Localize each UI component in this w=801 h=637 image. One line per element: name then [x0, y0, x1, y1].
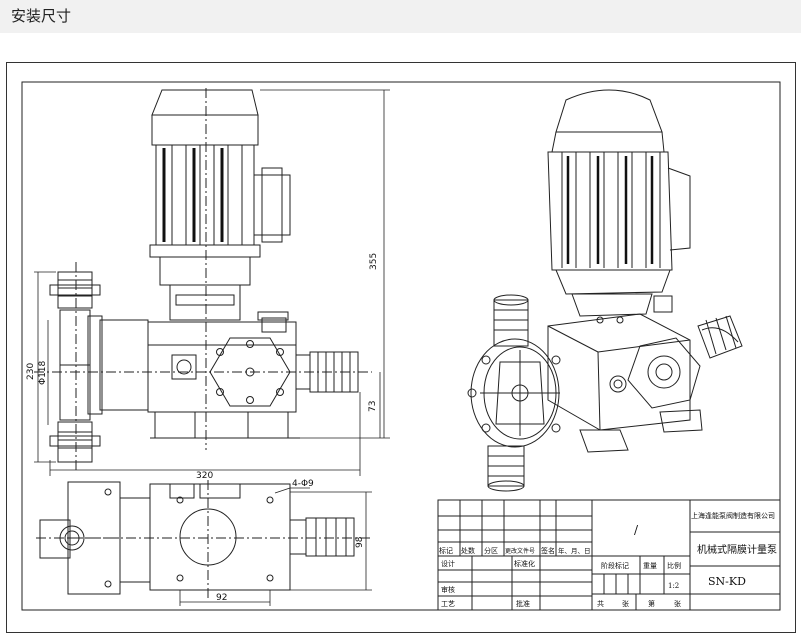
tb-slash: / [634, 523, 639, 537]
tb-label-shenhe: 审核 [441, 585, 455, 594]
inner-border [21, 81, 781, 611]
section-title: 安装尺寸 [11, 7, 72, 25]
dim-height-left: 230 [26, 363, 36, 380]
front-view-dimensions [34, 89, 390, 476]
top-view [36, 480, 370, 598]
tb-label-biaozhunhua: 标准化 [514, 559, 535, 568]
dim-depth: 98 [355, 536, 365, 548]
tb-scale-value: 1:2 [668, 582, 679, 590]
tb-label-gongyi: 工艺 [441, 600, 455, 608]
dim-base-width: 92 [216, 593, 227, 603]
isometric-view [467, 89, 743, 492]
tb-label-qianming: 签名 [541, 546, 555, 555]
tb-label-zhang2: 张 [674, 599, 681, 608]
tb-label-bili: 比例 [667, 561, 681, 570]
tb-label-biaoji: 标记 [439, 546, 453, 555]
tb-model: SN-KD [708, 575, 746, 588]
tb-label-sheji: 设计 [441, 559, 455, 568]
dim-diameter: Φ118 [38, 360, 48, 385]
top-view-dimensions [179, 487, 372, 606]
dim-height-total: 355 [369, 253, 379, 270]
tb-label-date: 年、月、日 [558, 546, 591, 555]
tb-label-gong: 共 [597, 599, 604, 608]
dim-holes: 4-Φ9 [292, 479, 314, 489]
tb-label-chushu: 处数 [461, 546, 475, 555]
drawing-frame [6, 62, 796, 633]
tb-label-jieduan: 阶段标记 [601, 561, 629, 570]
tb-label-zhang1: 张 [622, 599, 629, 608]
section-header: 安装尺寸 [0, 0, 801, 33]
tb-label-zhongliang: 重量 [643, 562, 657, 570]
front-view [34, 88, 372, 470]
tb-product-name: 机械式隔膜计量泵 [697, 543, 777, 556]
tb-label-fenqu: 分区 [484, 546, 498, 555]
dim-height-axis: 73 [368, 401, 378, 412]
dim-width-total: 320 [196, 471, 213, 481]
tb-company: 上海逢能泵阀制造有限公司 [691, 511, 775, 520]
tb-label-pizhun: 批准 [516, 599, 530, 608]
title-block [437, 499, 781, 611]
tb-label-gengai: 更改文件号 [505, 547, 535, 555]
tb-label-di: 第 [648, 599, 655, 608]
